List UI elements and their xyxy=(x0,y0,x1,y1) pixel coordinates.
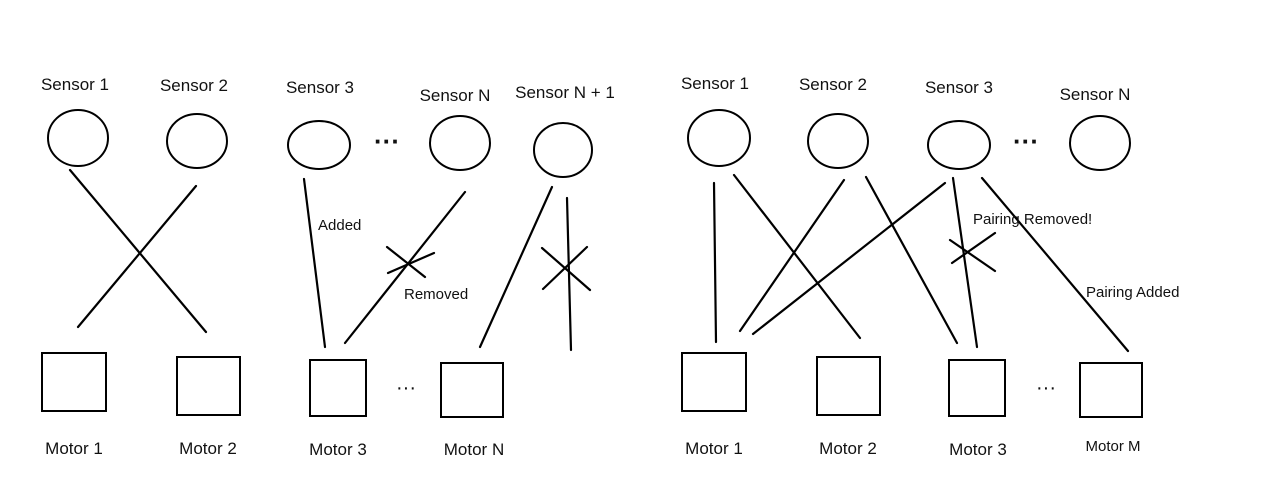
left-annotation-removed: Removed xyxy=(404,286,468,303)
right-sensor-n-label: Sensor N xyxy=(1060,85,1131,104)
right-edge-s3-mm-added xyxy=(980,176,1130,353)
left-sensor-3-node xyxy=(287,120,351,170)
right-motor-m-node xyxy=(1079,362,1143,418)
left-annotation-added: Added xyxy=(318,217,361,234)
right-edge-s2-m3 xyxy=(864,175,959,345)
right-edge-s1-m1 xyxy=(712,181,718,344)
right-edge-s3-m3-removed xyxy=(951,176,979,349)
left-edge-sn1-mn xyxy=(478,185,554,349)
right-motor-2-label: Motor 2 xyxy=(819,439,877,458)
right-motor-m-label: Motor M xyxy=(1085,438,1140,455)
left-edge-s1-m2 xyxy=(68,168,208,334)
right-sensor-1-node xyxy=(687,109,751,167)
left-sensor-n-plus-1-label: Sensor N + 1 xyxy=(515,83,615,102)
right-sensor-1-label: Sensor 1 xyxy=(681,74,749,93)
left-motor-n-label: Motor N xyxy=(444,440,504,459)
left-motor-3-node xyxy=(309,359,367,417)
left-motor-ellipsis: ··· xyxy=(396,377,416,399)
left-sensor-ellipsis: ··· xyxy=(374,126,400,156)
right-removed-mark xyxy=(948,231,997,273)
right-sensor-2-node xyxy=(807,113,869,169)
left-sensor-n-node xyxy=(429,115,491,171)
right-sensor-ellipsis: ··· xyxy=(1013,126,1039,156)
right-diagram: Sensor 1 Sensor 2 Sensor 3 Sensor N ··· … xyxy=(681,74,1179,459)
right-sensor-n-node xyxy=(1069,115,1131,171)
left-removed-mark-1 xyxy=(385,245,436,279)
left-motor-2-node xyxy=(176,356,241,416)
left-sensor-2-label: Sensor 2 xyxy=(160,76,228,95)
right-annotation-pairing-added: Pairing Added xyxy=(1086,284,1179,301)
right-motor-1-label: Motor 1 xyxy=(685,439,743,458)
left-sensor-n-plus-1-node xyxy=(533,122,593,178)
left-motor-2-label: Motor 2 xyxy=(179,439,237,458)
right-edge-s2-m1 xyxy=(738,178,846,333)
left-edge-s2-m1 xyxy=(76,184,198,329)
left-motor-1-node xyxy=(41,352,107,412)
left-edge-s3-m3-added xyxy=(302,177,327,349)
left-sensor-n-label: Sensor N xyxy=(420,86,491,105)
left-sensor-1-label: Sensor 1 xyxy=(41,75,109,94)
left-motor-3-label: Motor 3 xyxy=(309,440,367,459)
left-diagram: Sensor 1 Sensor 2 Sensor 3 Sensor N Sens… xyxy=(41,75,615,459)
right-sensor-2-label: Sensor 2 xyxy=(799,75,867,94)
left-motor-n-node xyxy=(440,362,504,418)
left-sensor-1-node xyxy=(47,109,109,167)
left-sensor-2-node xyxy=(166,113,228,169)
right-edge-s1-m2 xyxy=(732,173,862,340)
right-edge-s3-m1 xyxy=(751,181,947,336)
left-edge-sn1-dangling-removed xyxy=(565,196,573,352)
left-motor-1-label: Motor 1 xyxy=(45,439,103,458)
right-sensor-3-node xyxy=(927,120,991,170)
right-motor-1-node xyxy=(681,352,747,412)
left-removed-mark-2 xyxy=(540,245,592,292)
right-motor-2-node xyxy=(816,356,881,416)
left-sensor-3-label: Sensor 3 xyxy=(286,78,354,97)
right-motor-ellipsis: ··· xyxy=(1036,377,1056,399)
right-motor-3-label: Motor 3 xyxy=(949,440,1007,459)
right-sensor-3-label: Sensor 3 xyxy=(925,78,993,97)
right-annotation-pairing-removed: Pairing Removed! xyxy=(973,211,1092,228)
right-motor-3-node xyxy=(948,359,1006,417)
left-edge-sn-m3-removed xyxy=(343,190,467,345)
